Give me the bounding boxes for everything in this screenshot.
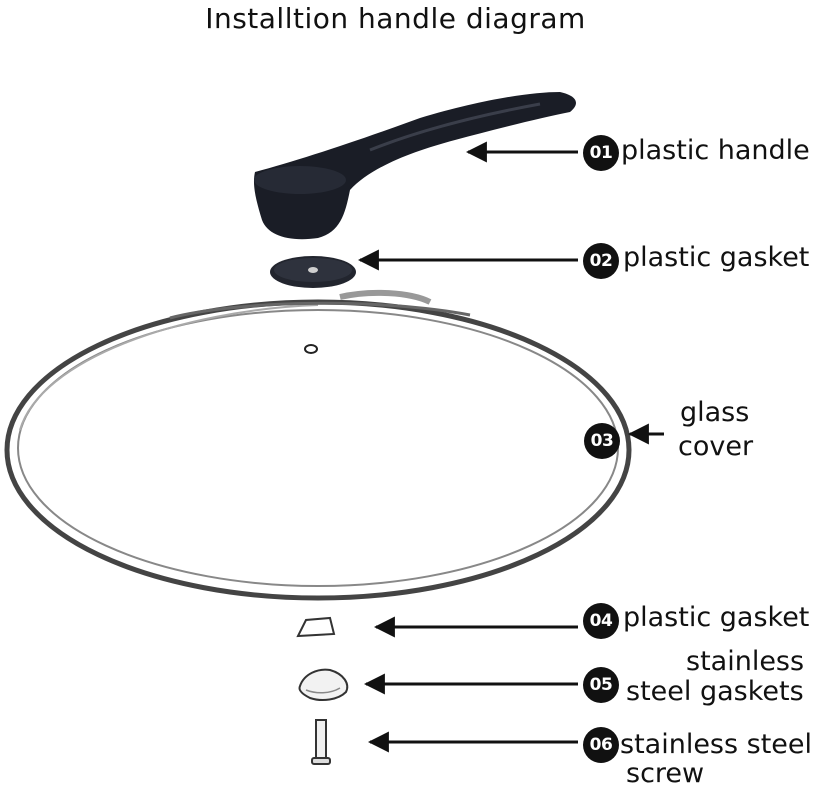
glass-cover: [4, 289, 632, 601]
badge-03: 03: [584, 423, 620, 459]
label-glass-cover-line1: glass: [680, 397, 750, 428]
stainless-steel-gaskets: [298, 668, 349, 701]
label-stainless-screw-line2: screw: [626, 758, 705, 789]
label-plastic-gasket-bottom: plastic gasket: [623, 602, 810, 633]
label-plastic-gasket-top: plastic gasket: [623, 242, 810, 273]
badge-04: 04: [583, 603, 619, 639]
badge-06: 06: [583, 727, 619, 763]
label-glass-cover-line2: cover: [678, 431, 754, 462]
stainless-steel-screw: [311, 719, 331, 765]
badge-01: 01: [583, 135, 619, 171]
label-stainless-screw-line1: stainless steel: [620, 729, 813, 760]
plastic-gasket-top: [270, 256, 356, 288]
badge-05: 05: [583, 667, 619, 703]
label-stainless-gaskets-line2: steel gaskets: [626, 676, 804, 707]
diagram-title: Installtion handle diagram: [205, 2, 586, 35]
badge-02: 02: [583, 243, 619, 279]
plastic-handle: [253, 92, 576, 240]
plastic-gasket-bottom: [296, 616, 336, 638]
label-stainless-gaskets-line1: stainless: [686, 646, 805, 677]
label-plastic-handle: plastic handle: [621, 135, 810, 166]
